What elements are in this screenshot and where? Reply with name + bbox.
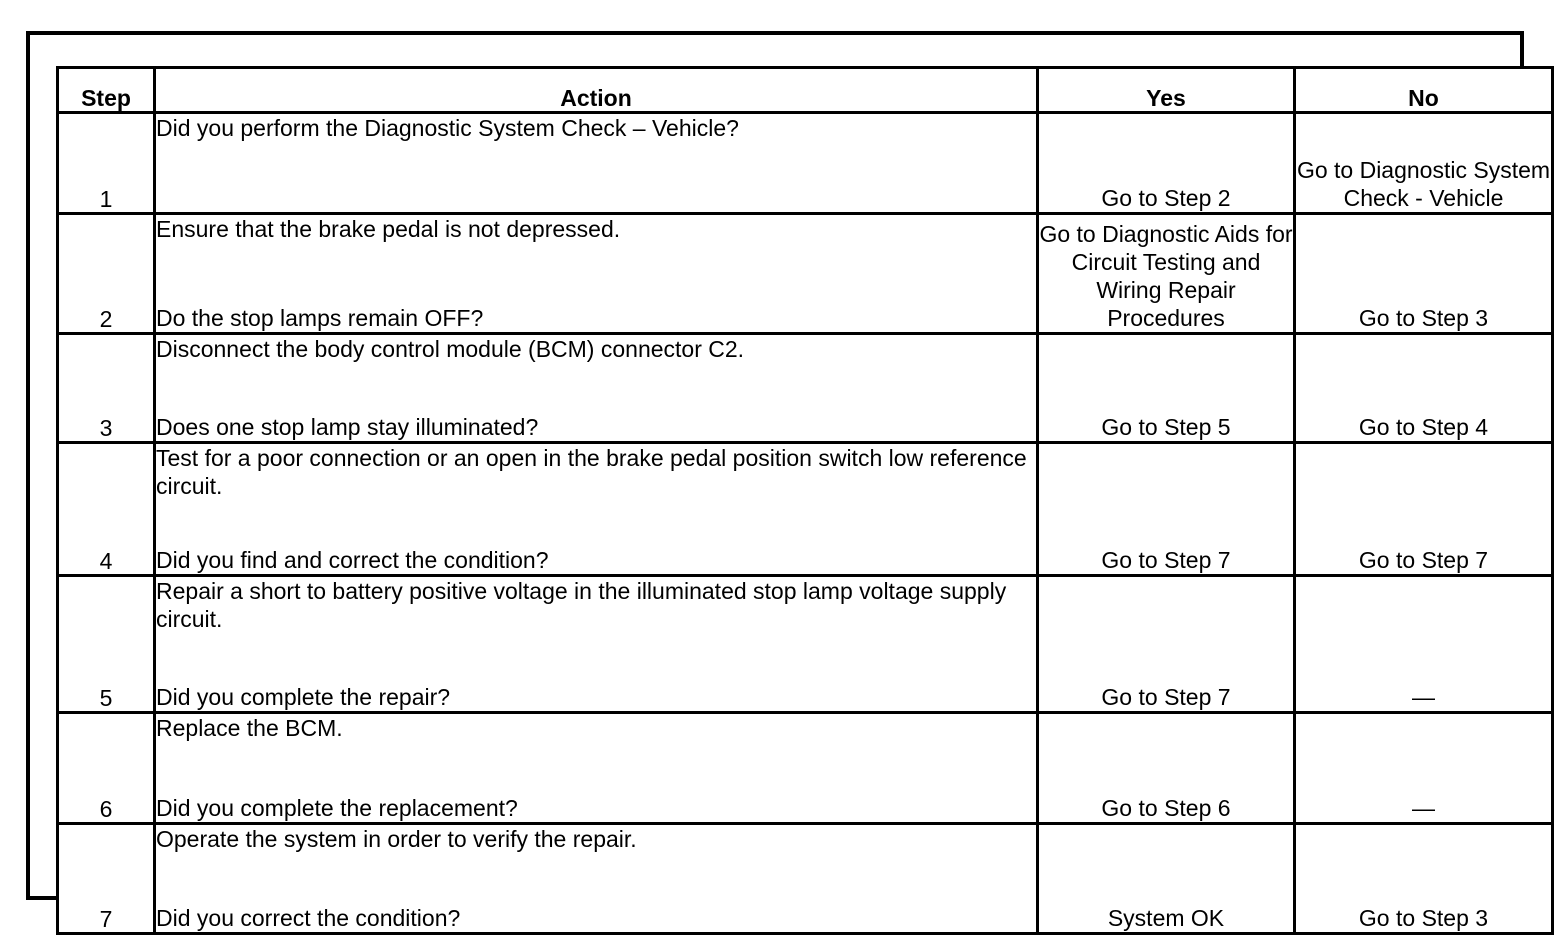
action-cell: Operate the system in order to verify th…: [153, 822, 1039, 935]
action-statement: Operate the system in order to verify th…: [156, 826, 637, 852]
step-number: 6: [56, 711, 156, 825]
action-question: Did you complete the replacement?: [156, 795, 518, 821]
no-result: Go to Step 3: [1293, 212, 1554, 335]
yes-result: Go to Step 7: [1036, 574, 1296, 714]
table-header-row: Step Action Yes No: [56, 66, 1554, 114]
table-row: 3 Disconnect the body control module (BC…: [56, 332, 1554, 444]
action-statement: Test for a poor connection or an open in…: [156, 445, 1027, 499]
column-header-no: No: [1293, 66, 1554, 114]
action-statement: Ensure that the brake pedal is not depre…: [156, 216, 621, 242]
no-result: —: [1293, 711, 1554, 825]
column-header-step: Step: [56, 66, 156, 114]
table-row: 6 Replace the BCM. Did you complete the …: [56, 711, 1554, 825]
no-result: Go to Diagnostic System Check - Vehicle: [1293, 111, 1554, 215]
step-number: 3: [56, 332, 156, 444]
diagnostic-table-frame: Step Action Yes No 1 Did you perform the…: [26, 31, 1554, 935]
action-cell: Did you perform the Diagnostic System Ch…: [153, 111, 1039, 215]
action-statement: Repair a short to battery positive volta…: [156, 578, 1007, 632]
step-number: 2: [56, 212, 156, 335]
step-number: 7: [56, 822, 156, 935]
table-row: 4 Test for a poor connection or an open …: [56, 441, 1554, 577]
table-row: 5 Repair a short to battery positive vol…: [56, 574, 1554, 714]
no-result: Go to Step 3: [1293, 822, 1554, 935]
yes-result: Go to Step 5: [1036, 332, 1296, 444]
no-result: —: [1293, 574, 1554, 714]
action-question: Did you complete the repair?: [156, 684, 451, 710]
action-cell: Replace the BCM. Did you complete the re…: [153, 711, 1039, 825]
yes-result: Go to Step 2: [1036, 111, 1296, 215]
step-number: 1: [56, 111, 156, 215]
table-row: 1 Did you perform the Diagnostic System …: [56, 111, 1554, 215]
step-number: 4: [56, 441, 156, 577]
action-cell: Repair a short to battery positive volta…: [153, 574, 1039, 714]
action-cell: Ensure that the brake pedal is not depre…: [153, 212, 1039, 335]
yes-result: Go to Step 6: [1036, 711, 1296, 825]
diagnostic-decision-table: Step Action Yes No 1 Did you perform the…: [56, 66, 1554, 935]
no-result: Go to Step 7: [1293, 441, 1554, 577]
action-question: Do the stop lamps remain OFF?: [156, 305, 484, 331]
action-cell: Disconnect the body control module (BCM)…: [153, 332, 1039, 444]
yes-result: Go to Step 7: [1036, 441, 1296, 577]
no-result: Go to Step 4: [1293, 332, 1554, 444]
action-statement: Did you perform the Diagnostic System Ch…: [156, 115, 739, 141]
step-number: 5: [56, 574, 156, 714]
column-header-action: Action: [153, 66, 1039, 114]
column-header-yes: Yes: [1036, 66, 1296, 114]
action-question: Does one stop lamp stay illuminated?: [156, 414, 539, 440]
action-question: Did you find and correct the condition?: [156, 547, 549, 573]
action-statement: Replace the BCM.: [156, 715, 343, 741]
table-row: 7 Operate the system in order to verify …: [56, 822, 1554, 935]
yes-result: Go to Diagnostic Aids for Circuit Testin…: [1036, 212, 1296, 335]
table-row: 2 Ensure that the brake pedal is not dep…: [56, 212, 1554, 335]
action-statement: Disconnect the body control module (BCM)…: [156, 336, 745, 362]
action-cell: Test for a poor connection or an open in…: [153, 441, 1039, 577]
yes-result: System OK: [1036, 822, 1296, 935]
action-question: Did you correct the condition?: [156, 905, 461, 931]
